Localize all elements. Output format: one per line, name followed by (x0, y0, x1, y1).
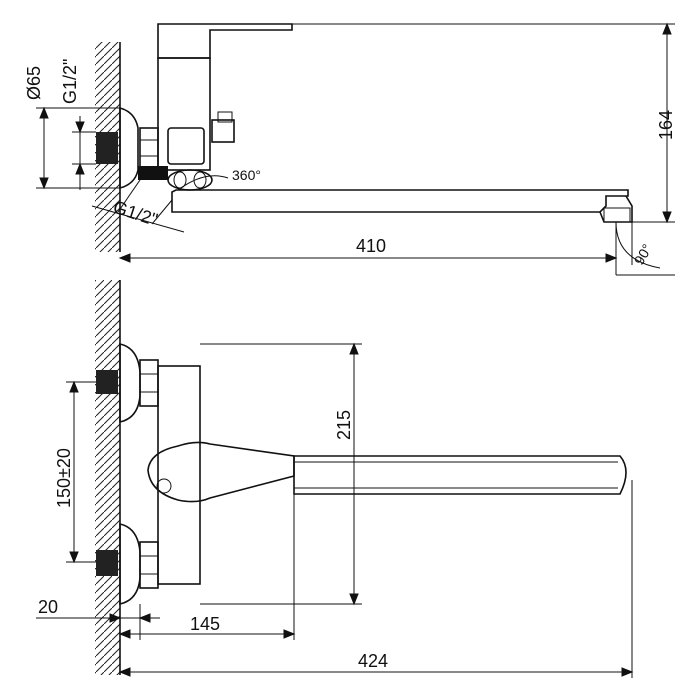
inlet-thread-top (96, 132, 118, 164)
dim-424-label: 424 (358, 651, 388, 671)
dim-145-label: 145 (190, 614, 220, 634)
dim-65-label: Ø65 (24, 66, 44, 100)
lower-flange-front (119, 523, 141, 605)
dim-rotation-label: 360° (232, 167, 261, 183)
dim-164-label: 164 (656, 110, 676, 140)
spout-front (293, 455, 627, 495)
dim-215-label: 215 (334, 410, 354, 440)
dim-410-label: 410 (356, 236, 386, 256)
faucet-body-front (157, 365, 201, 585)
front-view: 215 150±20 20 145 424 (36, 280, 634, 678)
dim-angle-label: 90° (631, 241, 655, 267)
handle-top (157, 23, 293, 59)
top-view: 360° 164 410 90° Ø65 G1/2" (24, 22, 676, 276)
faucet-body-top (157, 57, 211, 171)
spout-top (171, 189, 629, 213)
rotation-arc (177, 175, 229, 191)
handle-front (147, 441, 295, 503)
dim-thread-inlet-label: G1/2" (60, 59, 80, 104)
dim-150-label: 150±20 (54, 448, 74, 508)
wall-flange-top (119, 106, 139, 190)
wall-hatch-front (95, 280, 120, 675)
upper-flange-front (119, 343, 141, 423)
nut-top (139, 127, 159, 169)
dim-20-label: 20 (38, 597, 58, 617)
